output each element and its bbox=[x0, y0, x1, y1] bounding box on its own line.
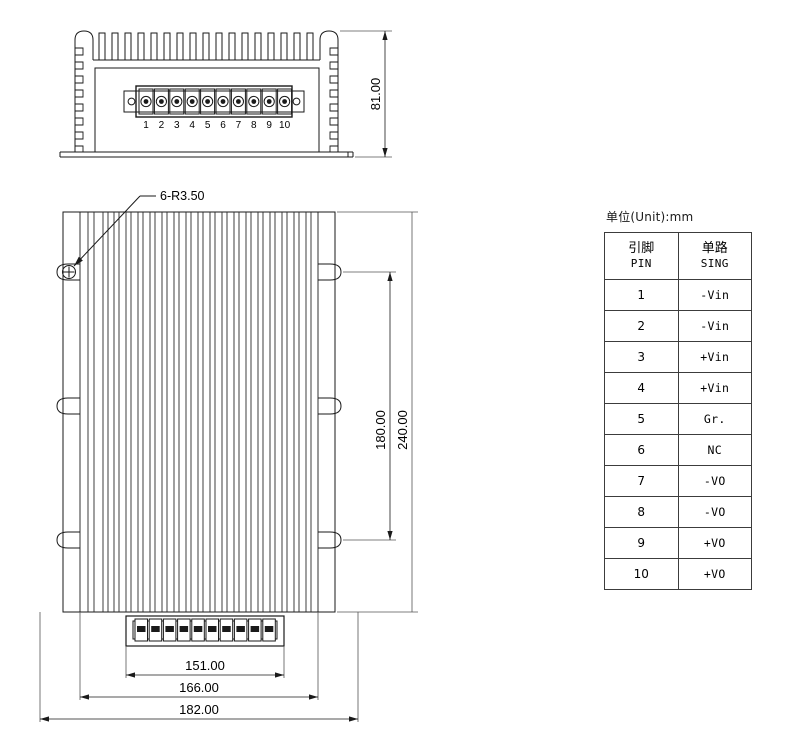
cell-pin: 1 bbox=[604, 279, 679, 311]
right-mounting-slots bbox=[318, 263, 342, 549]
dimension-label-151: 151.00 bbox=[185, 658, 225, 673]
table-row: 10 +VO bbox=[604, 558, 752, 590]
left-shell-outline bbox=[74, 30, 94, 152]
dimension-label-240: 240.00 bbox=[395, 410, 410, 450]
bottom-mounting-flange bbox=[59, 151, 354, 158]
pin-label-8: 8 bbox=[251, 120, 257, 131]
cell-pin: 2 bbox=[604, 310, 679, 342]
table-row: 5 Gr. bbox=[604, 403, 752, 435]
pin-label-7: 7 bbox=[236, 120, 242, 131]
right-shell-outline bbox=[319, 30, 339, 152]
cell-signal: +VO bbox=[677, 558, 752, 590]
table-header-signal-cn: 单路 bbox=[701, 240, 728, 256]
table-row: 4 +Vin bbox=[604, 372, 752, 404]
pin-label-1: 1 bbox=[143, 120, 149, 131]
pin-label-3: 3 bbox=[174, 120, 180, 131]
table-header-signal: 单路 SING bbox=[677, 232, 752, 280]
table-header-row: 引脚 PIN 单路 SING bbox=[604, 232, 752, 280]
dimension-label-182: 182.00 bbox=[179, 702, 219, 717]
cell-signal: -Vin bbox=[677, 310, 752, 342]
table-row: 9 +VO bbox=[604, 527, 752, 559]
callout-corner-radius: 6-R3.50 bbox=[73, 189, 205, 267]
dimension-width-166: 166.00 bbox=[79, 612, 319, 700]
table-row: 8 -VO bbox=[604, 496, 752, 528]
cell-signal: -Vin bbox=[677, 279, 752, 311]
dimension-height-81: 81.00 bbox=[340, 30, 392, 158]
corner-radius-marker bbox=[62, 265, 76, 279]
right-side-fins bbox=[329, 47, 339, 152]
table-row: 7 -VO bbox=[604, 465, 752, 497]
table-header-pin-cn: 引脚 bbox=[628, 240, 655, 256]
cell-signal: +VO bbox=[677, 527, 752, 559]
cell-signal: Gr. bbox=[677, 403, 752, 435]
terminal-screw-cells bbox=[138, 88, 293, 115]
cell-signal: +Vin bbox=[677, 372, 752, 404]
table-row: 6 NC bbox=[604, 434, 752, 466]
cell-pin: 9 bbox=[604, 527, 679, 559]
left-mounting-slots bbox=[56, 263, 80, 549]
plan-view bbox=[56, 211, 342, 647]
pin-label-4: 4 bbox=[189, 120, 195, 131]
pin-label-5: 5 bbox=[205, 120, 211, 131]
table-row: 1 -Vin bbox=[604, 279, 752, 311]
table-header-pin: 引脚 PIN bbox=[604, 232, 679, 280]
dimension-width-151: 151.00 bbox=[125, 646, 285, 678]
cell-pin: 10 bbox=[604, 558, 679, 590]
cell-signal: +Vin bbox=[677, 341, 752, 373]
dimension-label-81: 81.00 bbox=[368, 78, 383, 111]
plan-outer-outline bbox=[62, 211, 336, 613]
cell-pin: 8 bbox=[604, 496, 679, 528]
unit-note: 单位(Unit):mm bbox=[606, 210, 694, 224]
dimension-height-240: 240.00 bbox=[337, 211, 418, 613]
pin-label-6: 6 bbox=[220, 120, 226, 131]
dimension-width-182: 182.00 bbox=[39, 612, 359, 722]
cell-pin: 5 bbox=[604, 403, 679, 435]
table-row: 2 -Vin bbox=[604, 310, 752, 342]
plan-heatsink-fins bbox=[87, 212, 312, 612]
body-front-face bbox=[94, 67, 320, 153]
plan-terminal-block bbox=[125, 615, 285, 647]
front-elevation-view: 1 2 3 4 5 6 7 8 9 10 bbox=[59, 30, 354, 158]
front-view-pin-numbers: 1 2 3 4 5 6 7 8 9 10 bbox=[143, 120, 290, 131]
table-header-signal-en: SING bbox=[700, 256, 729, 270]
dimension-label-166: 166.00 bbox=[179, 680, 219, 695]
cell-signal: NC bbox=[677, 434, 752, 466]
table-row: 3 +Vin bbox=[604, 341, 752, 373]
pin-label-2: 2 bbox=[159, 120, 165, 131]
cell-signal: -VO bbox=[677, 465, 752, 497]
callout-label-radius: 6-R3.50 bbox=[160, 189, 205, 203]
cell-pin: 4 bbox=[604, 372, 679, 404]
dimension-label-180: 180.00 bbox=[373, 410, 388, 450]
cell-pin: 7 bbox=[604, 465, 679, 497]
cell-pin: 3 bbox=[604, 341, 679, 373]
pin-assignment-table: 引脚 PIN 单路 SING 1 -Vin 2 -Vin bbox=[604, 232, 752, 590]
terminal-block-front bbox=[123, 85, 305, 118]
dimension-height-180: 180.00 bbox=[343, 271, 396, 541]
pin-table-body: 1 -Vin 2 -Vin 3 +Vin 4 +Vin 5 Gr. bbox=[604, 279, 752, 590]
cell-pin: 6 bbox=[604, 434, 679, 466]
table-header-pin-en: PIN bbox=[630, 256, 652, 270]
left-side-fins bbox=[74, 47, 84, 152]
cell-signal: -VO bbox=[677, 496, 752, 528]
pin-assignment-block: 单位(Unit):mm 引脚 PIN 单路 SING 1 -Vin bbox=[604, 208, 780, 590]
top-heatsink-fins bbox=[93, 32, 320, 61]
pin-label-9: 9 bbox=[266, 120, 272, 131]
pin-label-10: 10 bbox=[279, 120, 291, 131]
